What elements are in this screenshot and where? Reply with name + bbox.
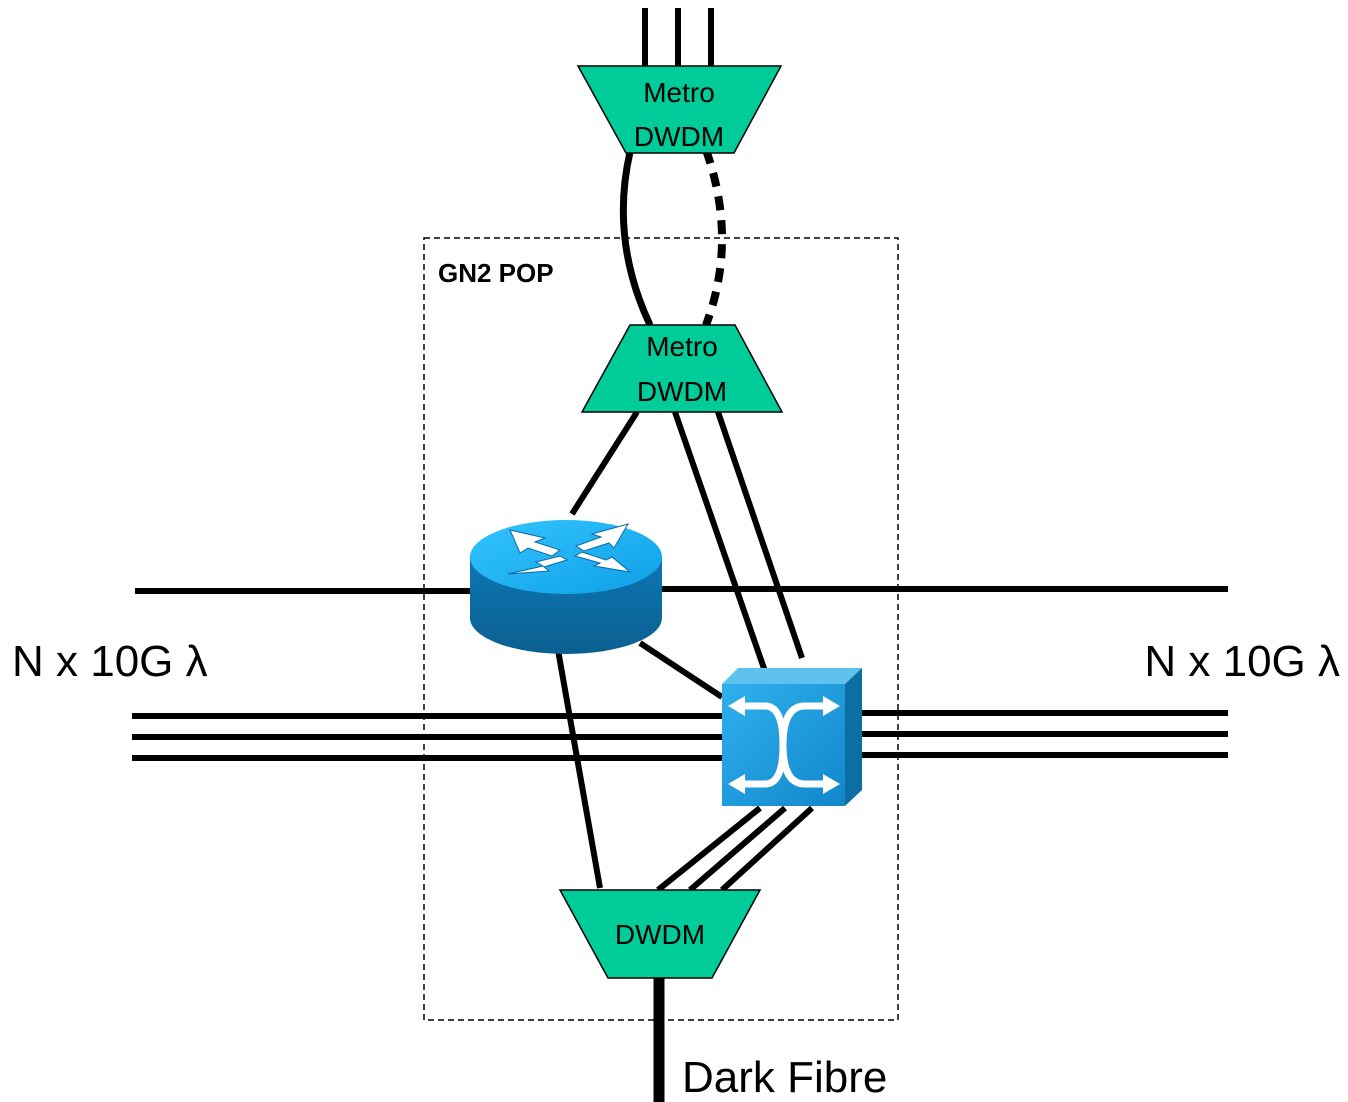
dark-fibre-label: Dark Fibre bbox=[682, 1053, 887, 1102]
top-fibres bbox=[642, 8, 714, 68]
top-metro-dwdm: Metro DWDM bbox=[576, 65, 783, 154]
pop-dwdm-line2: DWDM bbox=[637, 376, 727, 407]
pop-dwdm-line1: Metro bbox=[646, 331, 718, 362]
top-dwdm-line1: Metro bbox=[643, 77, 715, 108]
pop-label: GN2 POP bbox=[438, 258, 554, 288]
router-icon bbox=[470, 520, 662, 654]
bottom-dwdm: DWDM bbox=[558, 889, 762, 979]
left-capacity-label: N x 10G λ bbox=[12, 637, 208, 686]
pop-metro-dwdm: Metro DWDM bbox=[580, 324, 784, 413]
pop-links bbox=[555, 410, 815, 893]
primary-link bbox=[619, 151, 654, 327]
optical-switch-icon bbox=[722, 668, 862, 806]
backbone-lines bbox=[132, 586, 1228, 761]
bottom-dwdm-label: DWDM bbox=[615, 919, 705, 950]
backup-link bbox=[702, 148, 726, 327]
right-capacity-label: N x 10G λ bbox=[1144, 637, 1340, 686]
top-dwdm-line2: DWDM bbox=[634, 121, 724, 152]
